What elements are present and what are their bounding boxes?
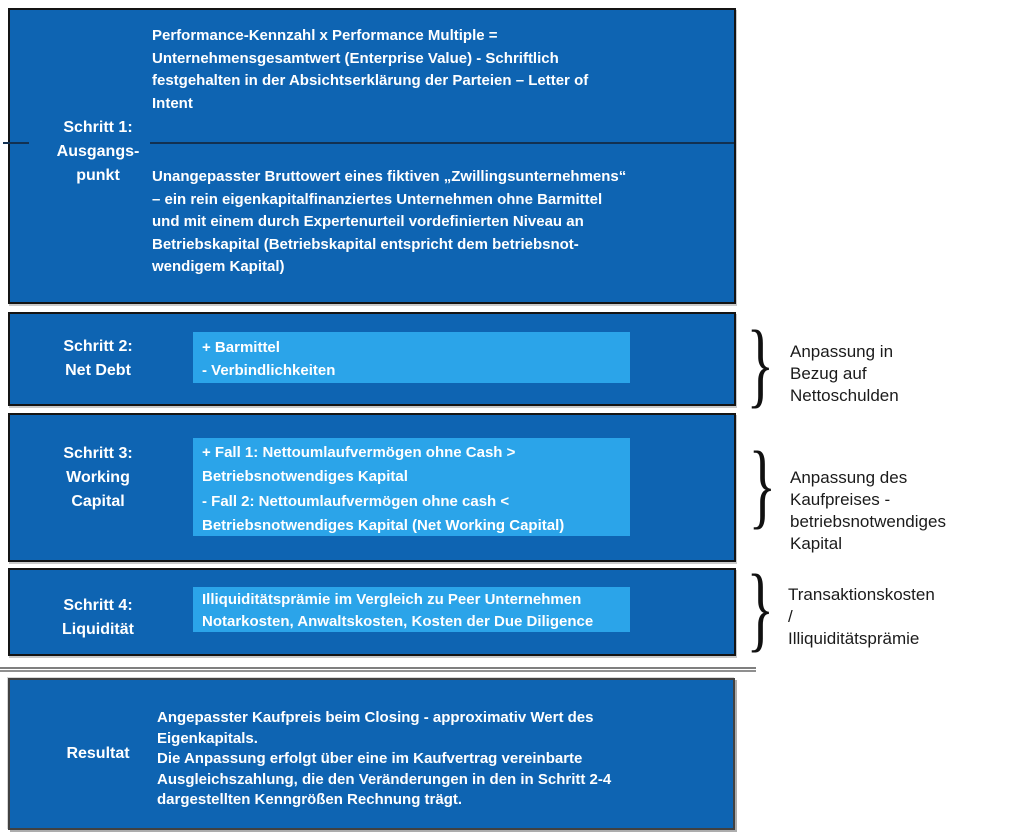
annotation-text-net-debt: Anpassung in Bezug auf Nettoschulden (790, 342, 899, 405)
step2-box: Schritt 2: Net Debt + Barmittel - Verbin… (8, 312, 736, 406)
brace-glyph: } (748, 432, 776, 538)
brace-icon: } (744, 560, 776, 655)
step3-box: Schritt 3: Working Capital + Fall 1: Net… (8, 413, 736, 562)
step4-label: Schritt 4: Liquidität (62, 597, 134, 638)
annotation-text-working-capital: Anpassung des Kaufpreises - betriebsnotw… (790, 468, 946, 553)
brace-glyph: } (746, 311, 774, 417)
step1-divider-left-segment (3, 142, 29, 144)
result-box: Resultat Angepasster Kaufpreis beim Clos… (8, 678, 735, 830)
annotation-text-transaction-costs: Transaktionskosten / Illiquiditätsprämie (788, 585, 935, 648)
step2-inner-box: + Barmittel - Verbindlichkeiten (193, 332, 630, 383)
step1-box: Schritt 1: Ausgangs- punkt Performance-K… (8, 8, 736, 304)
step3-inner-case2: - Fall 2: Nettoumlaufvermögen ohne cash … (202, 493, 565, 534)
brace-glyph: } (746, 555, 774, 661)
result-label: Resultat (66, 745, 130, 762)
step3-inner-box: + Fall 1: Nettoumlaufvermögen ohne Cash … (193, 438, 630, 536)
step1-paragraph-2: Unangepasster Bruttowert eines fiktiven … (152, 168, 627, 275)
step1-paragraph-1: Performance-Kennzahl x Performance Multi… (152, 27, 589, 112)
step4-inner-box: Illiquiditätsprämie im Vergleich zu Peer… (193, 587, 630, 632)
step2-inner-text: + Barmittel - Verbindlichkeiten (202, 339, 336, 379)
brace-icon: } (746, 437, 778, 532)
brace-icon: } (744, 316, 776, 411)
result-separator-line (0, 667, 756, 672)
result-body: Angepasster Kaufpreis beim Closing - app… (157, 709, 612, 808)
step3-inner-case1: + Fall 1: Nettoumlaufvermögen ohne Cash … (202, 444, 516, 485)
step3-label: Schritt 3: Working Capital (63, 444, 133, 510)
step4-inner-text: Illiquiditätsprämie im Vergleich zu Peer… (202, 591, 594, 630)
step2-label: Schritt 2: Net Debt (63, 338, 133, 379)
step4-box: Schritt 4: Liquidität Illiquiditätsprämi… (8, 568, 736, 656)
step1-divider (150, 142, 734, 144)
step1-label: Schritt 1: Ausgangs- punkt (56, 119, 140, 184)
